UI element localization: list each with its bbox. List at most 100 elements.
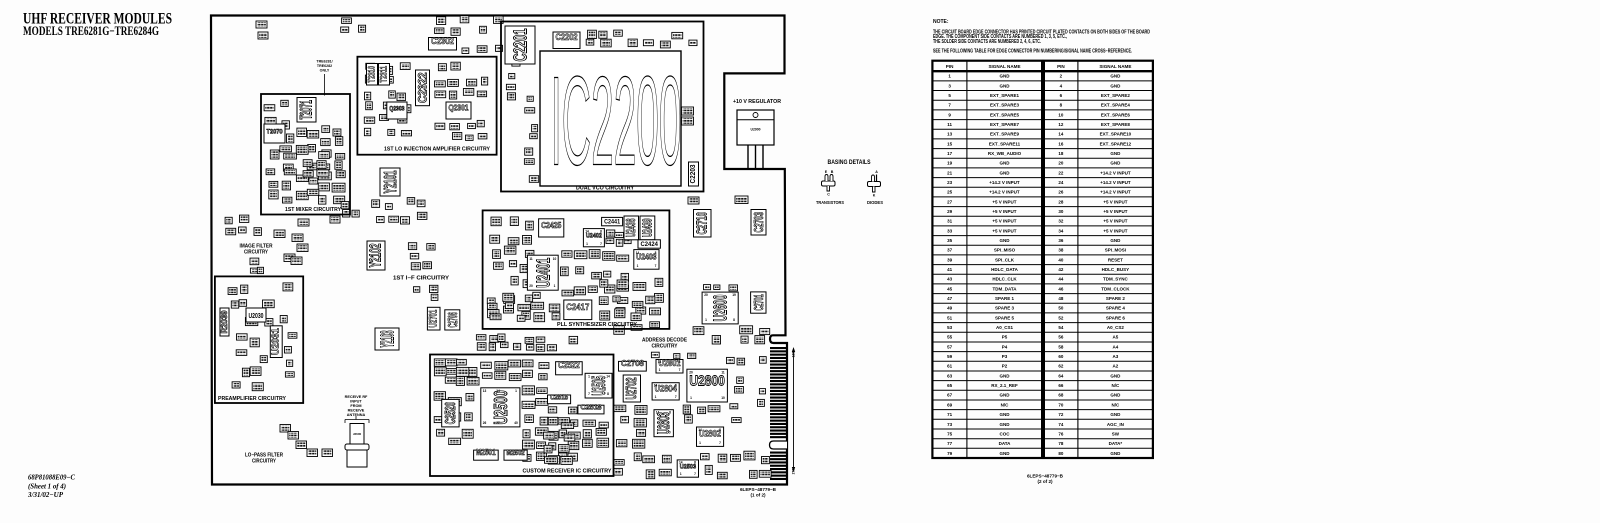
svg-text:GND: GND (1000, 422, 1011, 427)
svg-text:74: 74 (1058, 422, 1064, 427)
svg-text:GND: GND (1000, 393, 1011, 398)
svg-text:19: 19 (947, 161, 953, 166)
svg-text:COC: COC (1000, 431, 1011, 436)
svg-text:(1 of 2): (1 of 2) (750, 493, 766, 498)
svg-text:PIN: PIN (1057, 64, 1065, 69)
svg-text:68P81088E09−C: 68P81088E09−C (28, 474, 75, 482)
svg-text:CIRCUITRY: CIRCUITRY (244, 250, 268, 256)
svg-text:16: 16 (1058, 141, 1064, 146)
svg-text:GND: GND (1000, 83, 1011, 88)
svg-text:8: 8 (669, 411, 671, 415)
svg-text:10: 10 (553, 257, 557, 261)
svg-text:1: 1 (680, 472, 682, 476)
svg-text:1ST LO INJECTION AMPLIFIER CIR: 1ST LO INJECTION AMPLIFIER CIRCUITRY (384, 147, 490, 153)
svg-text:U2503: U2503 (680, 464, 696, 471)
svg-text:18: 18 (1058, 151, 1064, 156)
svg-text:8: 8 (607, 392, 609, 396)
svg-text:(Sheet 1 of 4): (Sheet 1 of 4) (28, 483, 66, 491)
svg-text:34: 34 (1058, 228, 1064, 233)
svg-text:A: A (875, 170, 878, 174)
svg-text:E: E (825, 170, 828, 174)
svg-text:64: 64 (1058, 373, 1064, 378)
svg-text:C2518: C2518 (580, 403, 601, 412)
svg-text:LO−PASS FILTER: LO−PASS FILTER (245, 453, 283, 459)
svg-text:EXT_SPARE3: EXT_SPARE3 (990, 103, 1019, 108)
svg-text:P5: P5 (1002, 335, 1008, 340)
svg-text:8: 8 (1060, 103, 1063, 108)
svg-text:SPARE 4: SPARE 4 (1106, 306, 1125, 311)
svg-text:+14.2 V INPUT: +14.2 V INPUT (1100, 170, 1131, 175)
svg-text:UHF RECEIVER MODULES: UHF RECEIVER MODULES (23, 11, 172, 28)
svg-text:SPI_MOSI: SPI_MOSI (1105, 248, 1126, 253)
svg-text:7: 7 (669, 431, 671, 435)
svg-text:GND: GND (1000, 74, 1011, 79)
svg-text:TDM_SYNC: TDM_SYNC (1103, 277, 1129, 282)
svg-text:EXT_SPARE5: EXT_SPARE5 (990, 112, 1019, 117)
svg-text:TRE6281/: TRE6281/ (316, 60, 332, 64)
svg-text:U2500: U2500 (490, 390, 511, 424)
svg-text:INPUT: INPUT (350, 400, 362, 404)
svg-text:C2203: C2203 (690, 164, 697, 183)
svg-text:C2706: C2706 (445, 312, 460, 327)
svg-text:7: 7 (679, 368, 681, 372)
svg-text:6LEPS−48779−B: 6LEPS−48779−B (740, 487, 777, 492)
svg-text:CUSTOM RECEIVER IC CIRCUITRY: CUSTOM RECEIVER IC CIRCUITRY (523, 469, 612, 475)
svg-text:+14.2 V INPUT: +14.2 V INPUT (989, 190, 1020, 195)
svg-text:GND: GND (1110, 151, 1121, 156)
svg-text:TRANSISTORS: TRANSISTORS (816, 200, 844, 205)
svg-text:1ST MIXER CIRCUITRY: 1ST MIXER CIRCUITRY (285, 207, 341, 213)
svg-text:8: 8 (679, 360, 681, 364)
svg-text:RX_2.1_REF: RX_2.1_REF (991, 383, 1018, 388)
svg-text:14: 14 (679, 461, 683, 465)
svg-text:+14.2 V INPUT: +14.2 V INPUT (989, 180, 1020, 185)
svg-text:9: 9 (948, 112, 951, 117)
svg-text:25: 25 (947, 190, 953, 195)
svg-text:C2425: C2425 (541, 220, 561, 230)
svg-text:55: 55 (947, 335, 953, 340)
svg-text:EXT_SPARE11: EXT_SPARE11 (989, 141, 1021, 146)
svg-text:69: 69 (947, 402, 953, 407)
svg-text:RECEIVE: RECEIVE (348, 409, 365, 413)
svg-text:SPARE 5: SPARE 5 (995, 315, 1014, 320)
svg-text:78: 78 (1058, 441, 1064, 446)
svg-text:U2401: U2401 (532, 258, 553, 288)
svg-text:M2501: M2501 (476, 448, 496, 457)
svg-text:80: 80 (1058, 451, 1064, 456)
svg-text:C2302: C2302 (431, 36, 454, 47)
svg-text:SEE THE FOLLOWING TABLE FOR ED: SEE THE FOLLOWING TABLE FOR EDGE CONNECT… (933, 48, 1132, 54)
svg-text:5: 5 (948, 93, 951, 98)
svg-text:DATA: DATA (999, 441, 1012, 446)
svg-text:ANTENNA: ANTENNA (347, 413, 366, 417)
svg-text:C2701: C2701 (751, 294, 766, 311)
svg-text:40: 40 (1058, 257, 1064, 262)
svg-text:49: 49 (947, 306, 953, 311)
svg-text:EXT_SPARE4: EXT_SPARE4 (1101, 103, 1130, 108)
svg-text:15: 15 (947, 141, 953, 146)
svg-text:SIGNAL NAME: SIGNAL NAME (988, 64, 1020, 69)
svg-text:56: 56 (1058, 335, 1064, 340)
svg-text:+10 V REGULATOR: +10 V REGULATOR (733, 99, 781, 105)
svg-text:59: 59 (947, 354, 953, 359)
svg-text:DATA*: DATA* (1109, 441, 1123, 446)
svg-text:PIN: PIN (946, 64, 954, 69)
svg-text:K: K (873, 194, 876, 198)
svg-text:11: 11 (529, 257, 533, 261)
svg-text:HDLC_BUSY: HDLC_BUSY (1102, 267, 1130, 272)
svg-text:B: B (831, 170, 834, 174)
svg-text:71: 71 (947, 412, 953, 417)
svg-text:+14.2 V INPUT: +14.2 V INPUT (1100, 190, 1131, 195)
svg-text:8: 8 (655, 251, 657, 255)
svg-text:+14.2 V INPUT: +14.2 V INPUT (1100, 180, 1131, 185)
svg-text:GND: GND (1110, 83, 1121, 88)
svg-text:U2800: U2800 (689, 374, 725, 390)
svg-text:C2710: C2710 (694, 212, 711, 235)
svg-text:GND: GND (1110, 412, 1121, 417)
svg-text:14: 14 (658, 360, 662, 364)
svg-text:HDLC_DATA: HDLC_DATA (991, 267, 1019, 272)
svg-text:U2439: U2439 (640, 219, 654, 238)
svg-text:73: 73 (947, 422, 953, 427)
svg-text:T2310: T2310 (367, 66, 378, 83)
svg-text:THE CIRCUIT BOARD EDGE CONNECT: THE CIRCUIT BOARD EDGE CONNECTOR HAS PRI… (933, 30, 1150, 36)
svg-text:70: 70 (1058, 402, 1064, 407)
svg-text:EXT_SPARE10: EXT_SPARE10 (1100, 132, 1132, 137)
